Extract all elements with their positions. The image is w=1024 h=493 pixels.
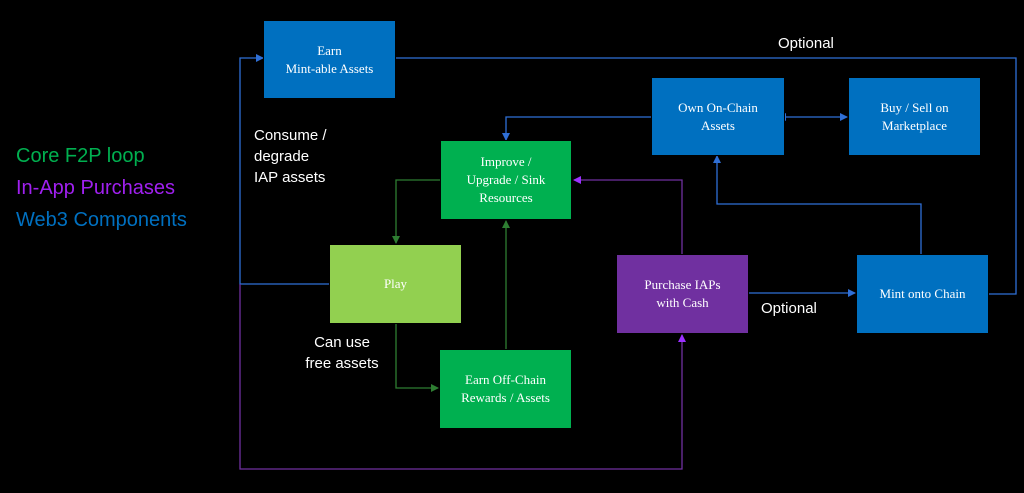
node-play: Play: [329, 244, 462, 324]
connector-mint-to-own: [713, 155, 922, 254]
node-improve-upgrade-sink: Improve / Upgrade / Sink Resources: [440, 140, 572, 220]
connector-play-to-earn-mintable: [239, 54, 330, 285]
connector-play-to-earn-offchain: [395, 324, 439, 392]
legend-core-f2p-loop: Core F2P loop: [16, 145, 145, 167]
connector-own-to-improve: [502, 116, 651, 141]
node-earn-mintable-assets: Earn Mint-able Assets: [263, 20, 396, 99]
connector-improve-to-play: [392, 179, 440, 244]
connector-purchase-to-improve: [573, 176, 683, 255]
node-purchase-iaps-with-cash: Purchase IAPs with Cash: [616, 254, 749, 334]
note-optional-middle: Optional: [761, 300, 817, 317]
legend-web3-components: Web3 Components: [16, 209, 187, 231]
node-buy-sell-marketplace: Buy / Sell on Marketplace: [848, 77, 981, 156]
connector-mint-to-earn-mintable: [395, 57, 1017, 295]
connector-loop-to-purchase: [239, 284, 686, 470]
note-consume-degrade-iap: Consume / degrade IAP assets: [254, 127, 327, 186]
node-earn-off-chain-rewards: Earn Off-Chain Rewards / Assets: [439, 349, 572, 429]
note-can-use-free-assets: Can use free assets: [305, 334, 379, 372]
note-optional-top: Optional: [778, 35, 834, 52]
node-mint-onto-chain: Mint onto Chain: [856, 254, 989, 334]
legend: Core F2P loop In-App Purchases Web3 Comp…: [16, 140, 187, 236]
node-own-on-chain-assets: Own On-Chain Assets: [651, 77, 785, 156]
legend-in-app-purchases: In-App Purchases: [16, 177, 175, 199]
